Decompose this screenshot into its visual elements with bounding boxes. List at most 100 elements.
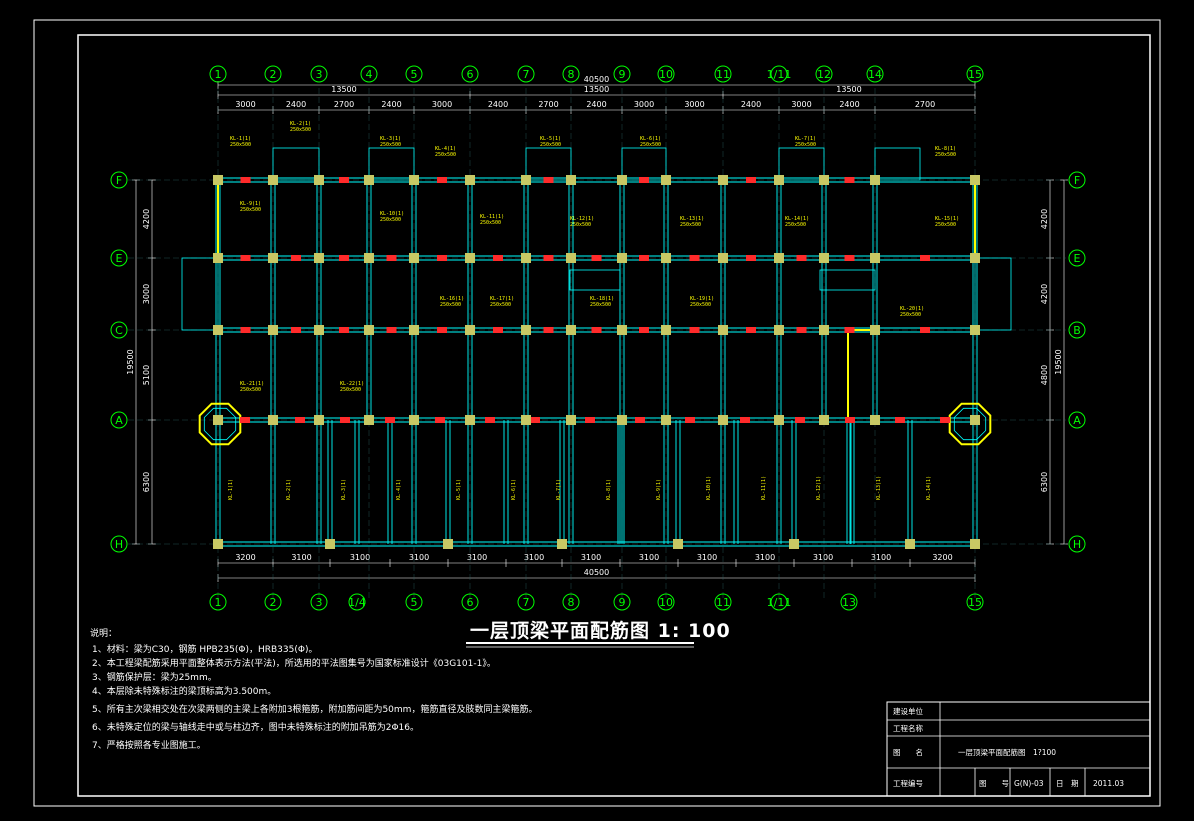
axis-label: A — [115, 414, 123, 427]
column — [673, 539, 683, 549]
axis-label: 15 — [968, 68, 982, 81]
beam-label-vertical: KL-10(1) — [706, 476, 712, 500]
beam-label: KL-1(1) — [230, 136, 251, 142]
axis-label: 1/11 — [767, 68, 792, 81]
note-4: 4、本层除未特殊标注的梁顶标高为3.500m。 — [92, 685, 276, 697]
axis-label: 6 — [467, 596, 474, 609]
column — [661, 415, 671, 425]
dim-bay-bottom-text: 3100 — [697, 553, 717, 562]
axis-label: 7 — [523, 596, 530, 609]
dim-bay-top-text: 3000 — [634, 100, 654, 109]
column — [870, 325, 880, 335]
beam-label-detail: 250x500 — [290, 127, 311, 133]
column — [774, 415, 784, 425]
column — [409, 175, 419, 185]
column — [718, 415, 728, 425]
beam-label-detail: 250x500 — [640, 142, 661, 148]
column — [409, 253, 419, 263]
axis-label: 11 — [716, 68, 730, 81]
axis-bubble — [461, 65, 479, 83]
axis-bubble — [264, 593, 282, 611]
column — [566, 325, 576, 335]
octagon-inner — [203, 407, 237, 441]
bay-projection — [874, 147, 921, 181]
axis-bubble — [562, 65, 580, 83]
rebar-mark — [746, 177, 756, 183]
axis-bubble — [209, 65, 227, 83]
note-1: 1、材料：梁为C30，钢筋 HPB235(Φ)，HRB335(Φ)。 — [92, 643, 317, 655]
rebar-mark — [339, 327, 349, 333]
axis-bubble — [714, 65, 732, 83]
column — [970, 325, 980, 335]
dim-total-bottom-text: 40500 — [584, 568, 609, 577]
column — [213, 175, 223, 185]
beam-label-detail: 250x500 — [490, 302, 511, 308]
dim-bay-top-text: 2400 — [286, 100, 306, 109]
dim-bay-top-text: 2400 — [839, 100, 859, 109]
bay-projection — [368, 147, 415, 181]
column — [268, 175, 278, 185]
axis-label: F — [1074, 174, 1080, 187]
beam-label: KL-15(1) — [935, 216, 959, 222]
beam-label: KL-8(1) — [935, 146, 956, 152]
beam-label-detail: 250x500 — [240, 387, 261, 393]
rebar-mark — [530, 417, 540, 423]
axis-label: 1 — [215, 68, 222, 81]
column — [557, 539, 567, 549]
beam-label-vertical: KL-4(1) — [396, 479, 402, 500]
axis-bubble — [110, 249, 128, 267]
note-5: 5、所有主次梁相交处在次梁两侧的主梁上各附加3根箍筋，附加筋间距为50mm，箍筋… — [92, 703, 537, 715]
rebar-mark — [639, 327, 649, 333]
rebar-mark — [920, 255, 930, 261]
axis-bubble — [517, 593, 535, 611]
axis-bubble — [815, 65, 833, 83]
dim-bay-top-text: 3000 — [432, 100, 452, 109]
beam-label-detail: 250x500 — [785, 222, 806, 228]
rebar-mark — [437, 255, 447, 261]
axis-bubble — [1068, 411, 1086, 429]
dim-bay-top-text: 3000 — [684, 100, 704, 109]
dim-bay-top-text: 2400 — [381, 100, 401, 109]
bay-projection — [272, 147, 320, 181]
dim-left-total-text: 19500 — [126, 349, 135, 374]
rebar-mark — [543, 255, 554, 261]
dim-half-top-text: 13500 — [836, 85, 861, 94]
rebar-mark — [689, 327, 700, 333]
column — [905, 539, 915, 549]
column — [661, 325, 671, 335]
column — [409, 325, 419, 335]
rebar-mark — [437, 327, 447, 333]
dim-right-text: 4200 — [1040, 209, 1049, 229]
axis-bubble — [657, 65, 675, 83]
column — [521, 253, 531, 263]
column — [443, 539, 453, 549]
tb-drawing-name: 一层顶梁平面配筋图 1?100 — [958, 747, 1056, 757]
dim-bay-bottom-text: 3200 — [235, 553, 255, 562]
beam-label: KL-14(1) — [785, 216, 809, 222]
beam-label: KL-20(1) — [900, 306, 924, 312]
rebar-mark — [339, 255, 349, 261]
dim-bay-top-text: 2700 — [538, 100, 558, 109]
dim-bay-bottom-text: 3100 — [639, 553, 659, 562]
column — [364, 253, 374, 263]
column — [566, 175, 576, 185]
rebar-mark — [386, 255, 397, 261]
column — [213, 325, 223, 335]
column — [819, 325, 829, 335]
beam-label-detail: 250x500 — [690, 302, 711, 308]
column — [661, 175, 671, 185]
beam-label-detail: 250x500 — [795, 142, 816, 148]
dim-bay-top-text: 2400 — [488, 100, 508, 109]
axis-label: 9 — [619, 596, 626, 609]
beam-label-detail: 250x500 — [230, 142, 251, 148]
rebar-mark — [844, 327, 855, 333]
axis-bubble — [405, 593, 423, 611]
beam-label: KL-11(1) — [480, 214, 504, 220]
rebar-mark — [493, 327, 503, 333]
annotation-layer: KL-1(1)250x500KL-2(1)250x500KL-3(1)250x5… — [228, 121, 959, 500]
dim-bay-bottom-text: 3100 — [524, 553, 544, 562]
beam-label: KL-17(1) — [490, 296, 514, 302]
secondary-beam — [569, 269, 621, 291]
column — [774, 175, 784, 185]
rebar-mark — [746, 255, 756, 261]
